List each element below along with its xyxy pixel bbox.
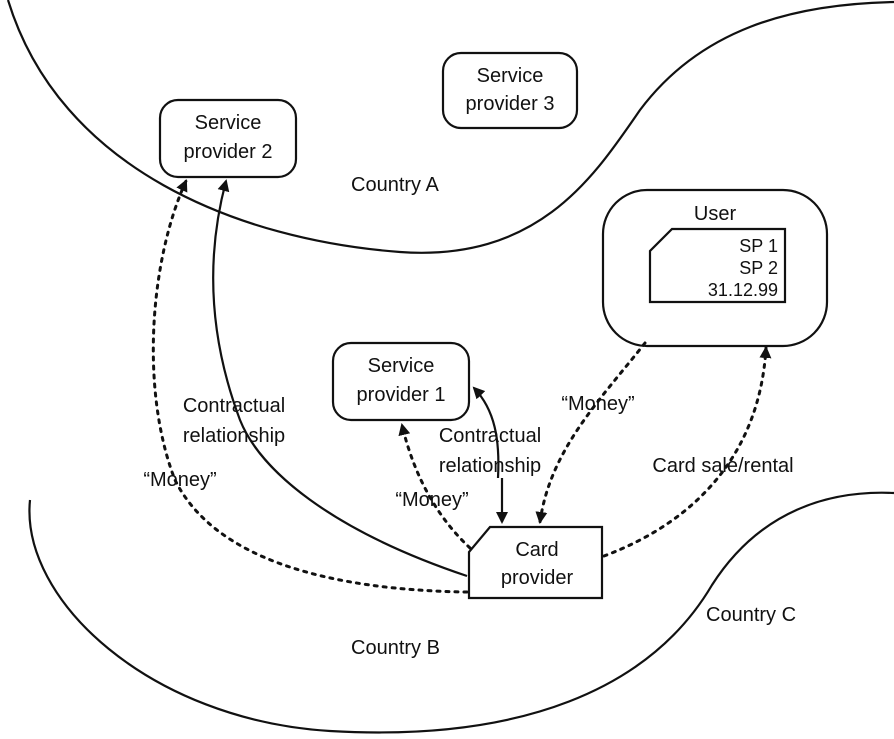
service-provider-1-line1: Service <box>368 355 435 377</box>
contract-arrow-card-to-sp2 <box>212 179 468 578</box>
money-label-sp1: “Money” <box>395 489 468 511</box>
country-a-boundary <box>6 0 894 254</box>
card-sale-arrow-card-to-user <box>602 346 772 558</box>
card-provider-line1: Card <box>515 539 558 561</box>
user-card-line-3: 31.12.99 <box>708 280 778 300</box>
contract-arrow-card-to-sp1 <box>472 386 500 479</box>
user-box: User SP 1 SP 2 31.12.99 <box>601 188 829 348</box>
country-c-label: Country C <box>706 604 796 626</box>
money-arrow-card-to-sp2 <box>151 179 469 594</box>
contractual-label-sp1-line2: relationship <box>439 455 541 477</box>
service-provider-3-line2: provider 3 <box>466 93 555 115</box>
service-provider-1-line2: provider 1 <box>357 384 446 406</box>
contractual-label-sp1-line1: Contractual <box>439 425 541 447</box>
service-provider-1: Service provider 1 <box>331 341 471 422</box>
country-b-boundary <box>28 491 894 734</box>
user-card-line-1: SP 1 <box>739 236 778 256</box>
card-provider-line2: provider <box>501 567 574 589</box>
country-a-label: Country A <box>351 174 439 196</box>
card-sale-label: Card sale/rental <box>652 455 793 477</box>
country-b-label: Country B <box>351 637 440 659</box>
money-label-sp2: “Money” <box>143 469 216 491</box>
user-label: User <box>694 203 737 225</box>
service-provider-2-line1: Service <box>195 112 262 134</box>
service-provider-2: Service provider 2 <box>158 98 298 179</box>
user-card-line-2: SP 2 <box>739 258 778 278</box>
service-provider-2-line2: provider 2 <box>184 141 273 163</box>
service-provider-3: Service provider 3 <box>441 51 579 130</box>
smart-card-icon <box>648 227 787 304</box>
money-label-user: “Money” <box>561 393 634 415</box>
service-provider-3-line1: Service <box>477 65 544 87</box>
money-arrow-user-to-card <box>535 341 647 524</box>
card-provider: Card provider <box>467 525 604 600</box>
contractual-label-sp2-line1: Contractual <box>183 395 285 417</box>
money-arrow-card-to-sp1 <box>398 423 472 550</box>
contractual-label-sp2-line2: relationship <box>183 425 285 447</box>
